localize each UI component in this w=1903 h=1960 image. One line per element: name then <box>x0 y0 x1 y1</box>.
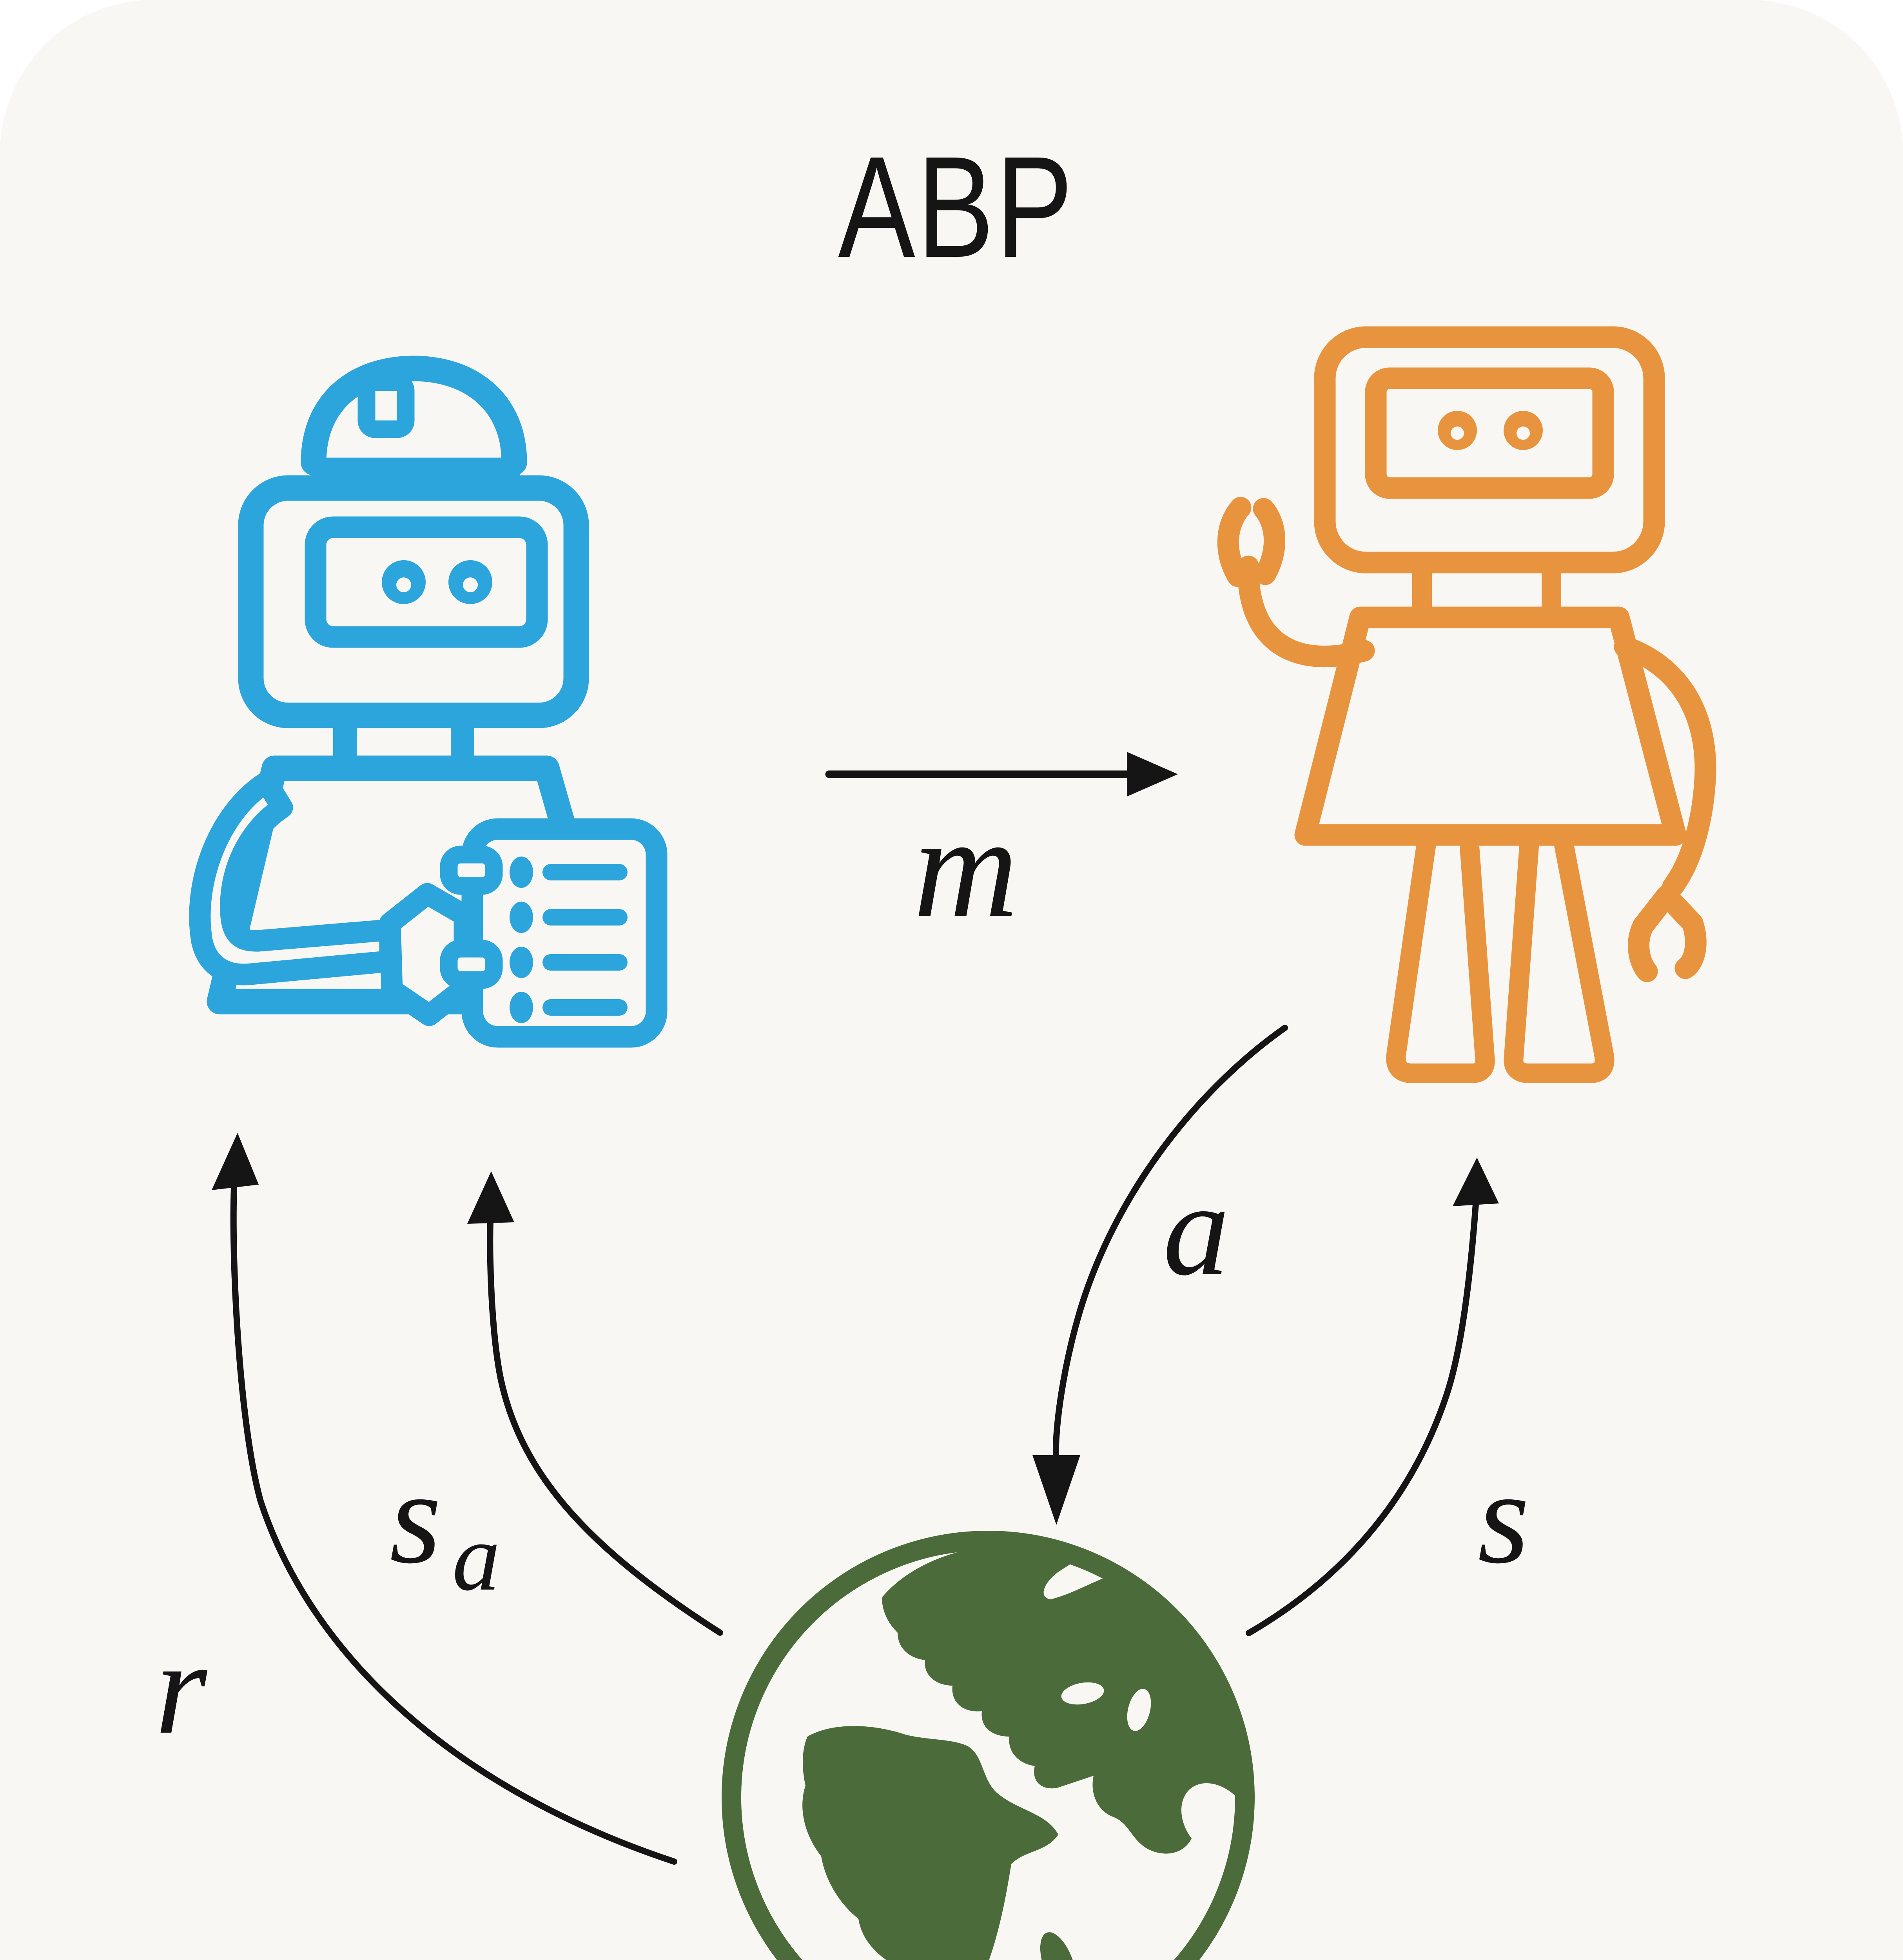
orange-robot-right-leg <box>1504 831 1615 1083</box>
label-sa-base: s <box>390 1443 441 1591</box>
arrow-a <box>1052 1025 1288 1458</box>
arrow-heads <box>212 752 1499 1525</box>
arrow-r-head <box>212 1133 259 1190</box>
orange-robot-waving-claw <box>1217 497 1285 587</box>
orange-robot-visor <box>1365 367 1614 499</box>
label-m: m <box>913 787 1018 947</box>
orange-robot-neck <box>1412 557 1561 621</box>
blue-robot-hat-notch <box>357 373 415 438</box>
earth-caspian-sea <box>1127 1689 1151 1731</box>
orange-robot-icon <box>1217 326 1716 1083</box>
checklist-rows <box>510 857 533 1023</box>
earth-globe-icon <box>722 1531 1255 1960</box>
blue-robot-head <box>238 475 589 728</box>
earth-africa <box>802 1726 1058 1960</box>
orange-robot-hanging-claw <box>1628 885 1707 982</box>
arrow-m-head <box>1127 752 1178 797</box>
orange-robot-hanging-arm <box>1614 636 1716 898</box>
page-title: ABP <box>838 126 1074 287</box>
blue-robot-arm <box>189 771 401 985</box>
orange-robot-left-leg <box>1386 831 1495 1083</box>
arrow-s <box>1246 1201 1479 1636</box>
orange-robot-head <box>1314 326 1665 573</box>
label-r: r <box>155 1614 209 1762</box>
arrow-sa-head <box>467 1171 514 1224</box>
orange-robot-waving-arm <box>1237 555 1375 668</box>
arrow-s-head <box>1453 1158 1499 1206</box>
orange-robot-body <box>1294 606 1687 846</box>
checklist-lines <box>542 864 628 1016</box>
label-a: a <box>1163 1155 1230 1303</box>
earth-black-sea <box>1061 1682 1104 1705</box>
earth-madagascar <box>1040 1932 1077 1960</box>
blue-robot-neck <box>333 708 474 774</box>
clipboard-clip-top <box>440 846 503 895</box>
clipboard-clip-bottom <box>440 940 503 989</box>
blue-robot-visor <box>305 516 548 648</box>
arrow-a-head <box>1032 1455 1080 1525</box>
label-sa-subscript: a <box>452 1504 501 1610</box>
label-sa: s a <box>390 1443 500 1610</box>
blue-robot-hat <box>301 356 527 475</box>
blue-robot-icon <box>189 356 668 1048</box>
arrows <box>230 770 1479 1865</box>
arrow-r <box>230 1184 677 1865</box>
label-s: s <box>1478 1443 1529 1591</box>
arrow-sa <box>487 1219 723 1636</box>
